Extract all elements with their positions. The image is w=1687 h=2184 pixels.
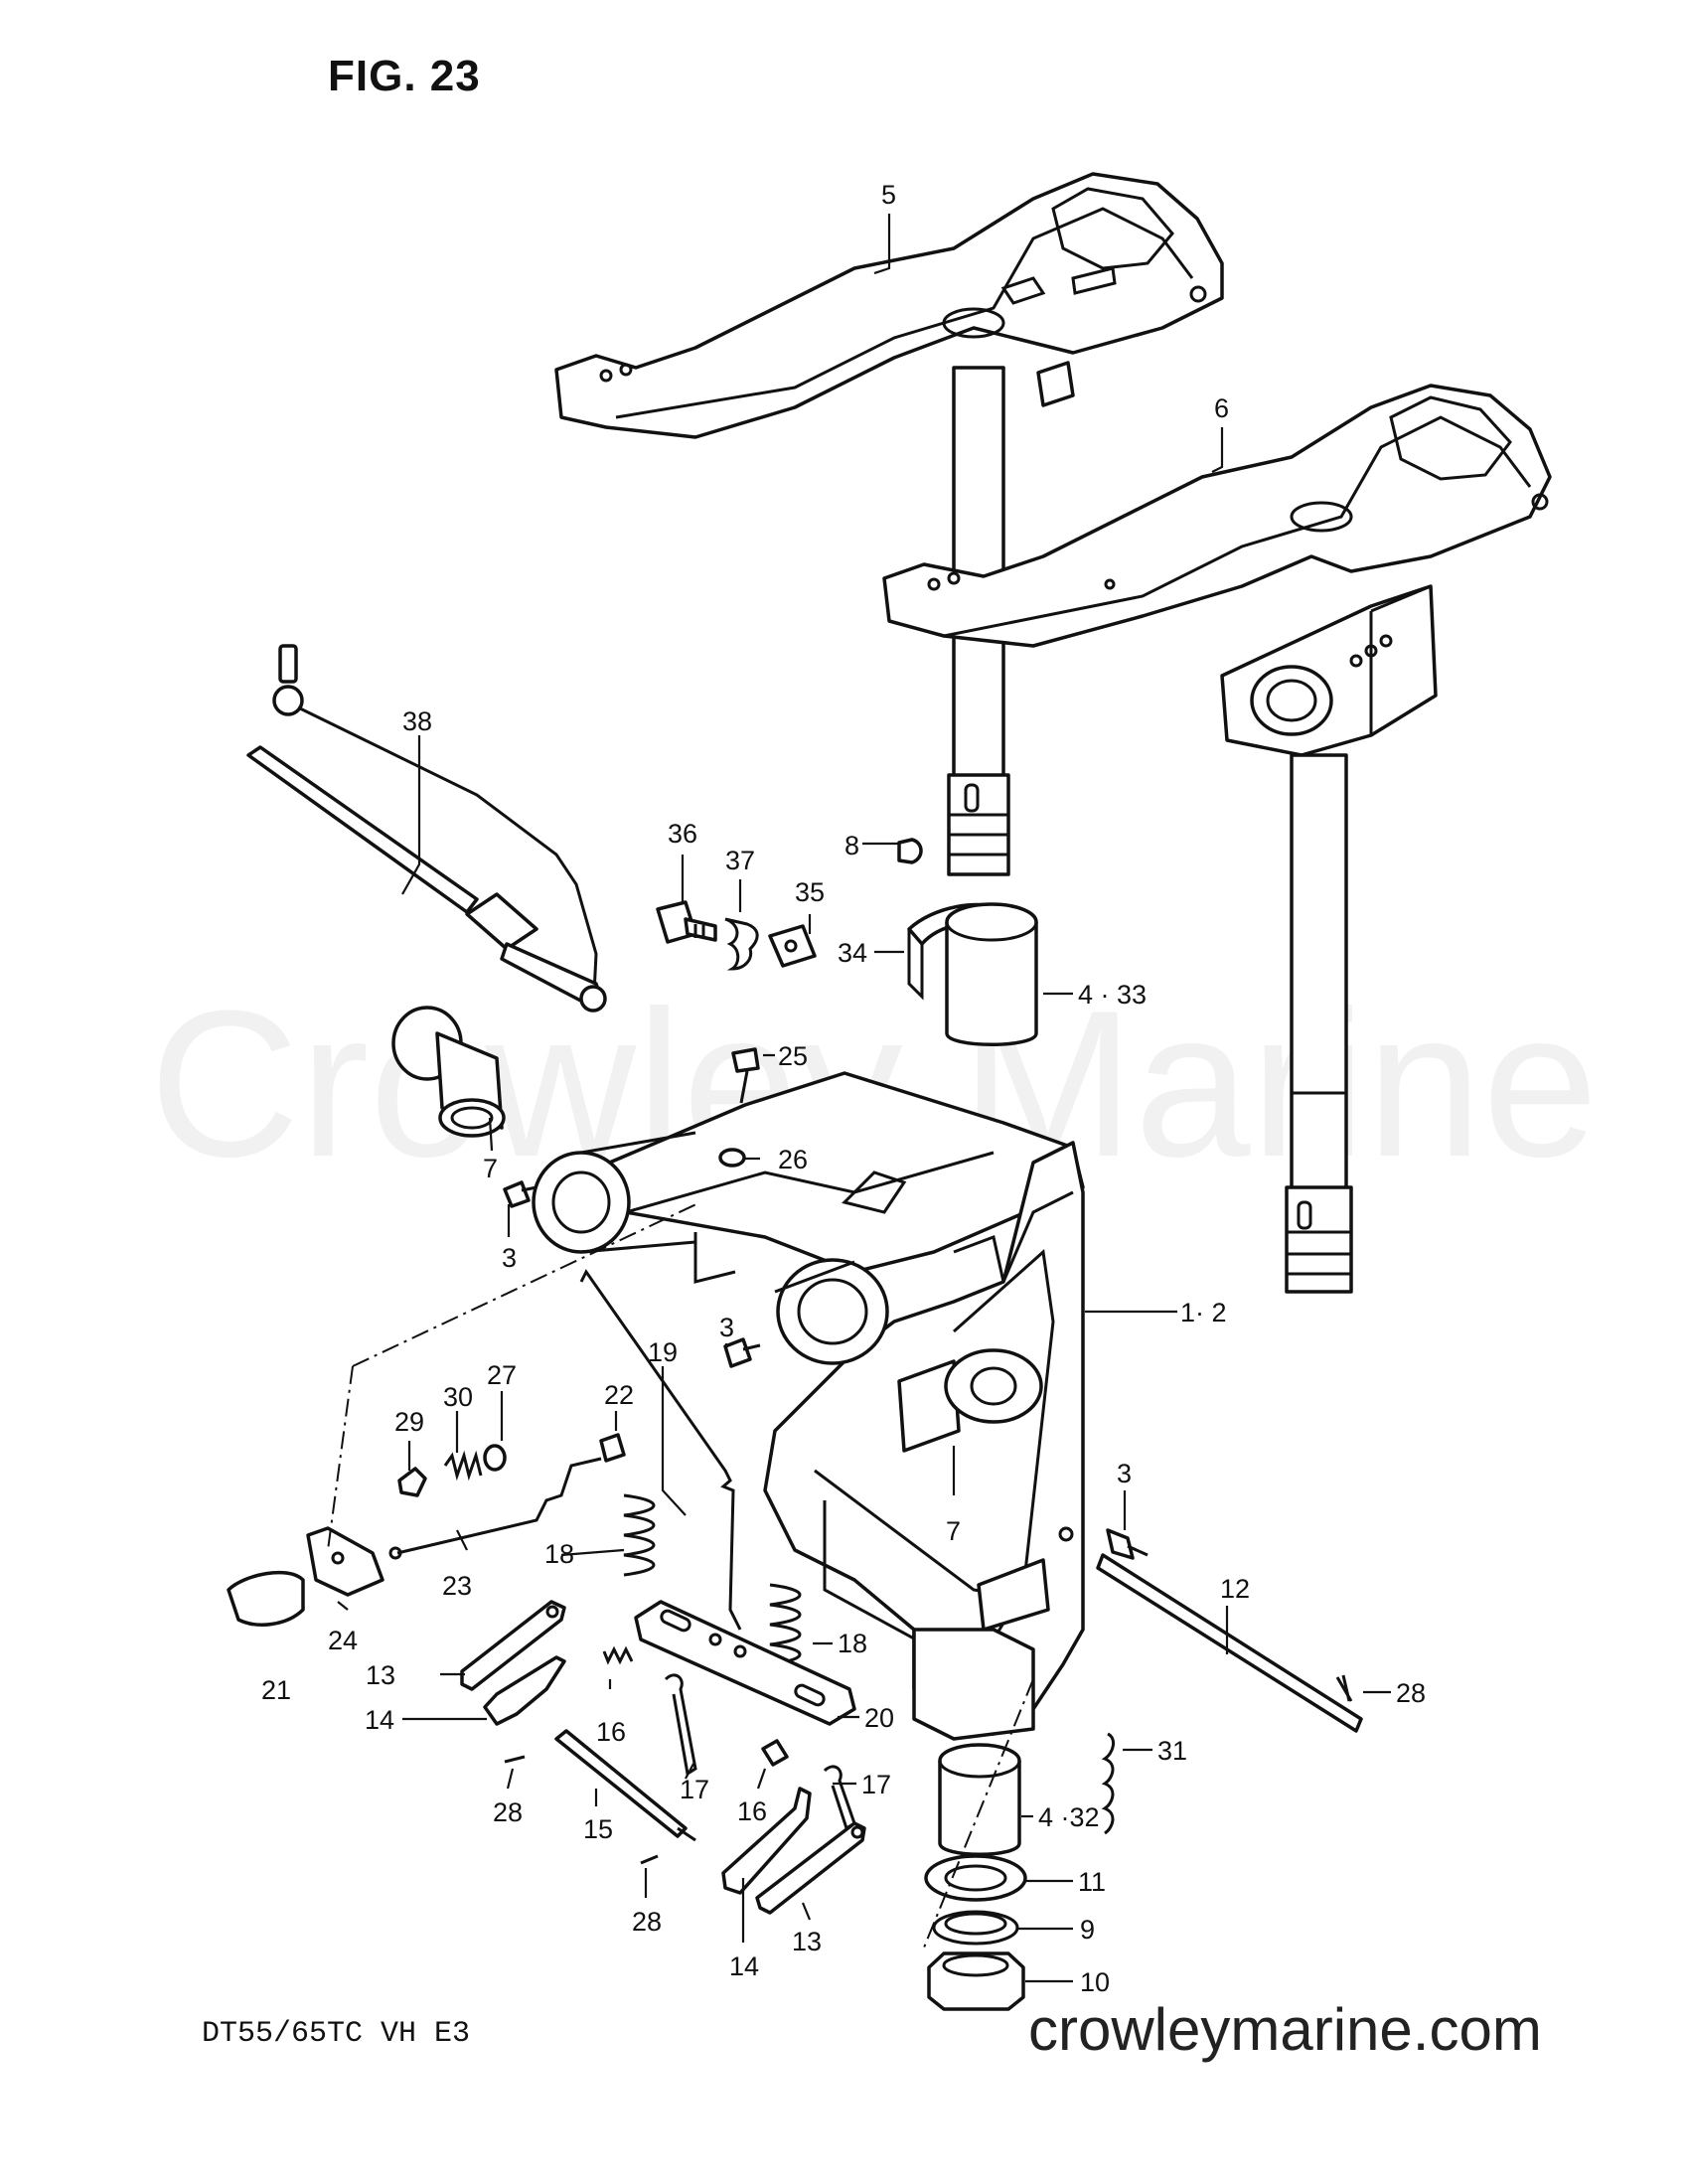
callout-12: 12 [1220, 1574, 1250, 1604]
callout-8: 8 [844, 831, 859, 860]
spring-16-left [602, 1645, 634, 1665]
callout-1-2: 1· 2 [1180, 1298, 1227, 1327]
wire-link-19 [579, 1269, 742, 1631]
callout-28-bottom: 28 [632, 1907, 662, 1937]
callout-15: 15 [583, 1814, 613, 1844]
callout-11: 11 [1078, 1867, 1106, 1897]
callout-4-33: 4 · 33 [1078, 980, 1147, 1010]
spring-31 [1101, 1732, 1116, 1835]
pin-15 [554, 1729, 696, 1842]
bushing-22 [599, 1433, 626, 1463]
bracket-24 [306, 1526, 384, 1597]
steering-bracket-lower [882, 384, 1552, 757]
ring-9 [932, 1910, 1019, 1946]
spring-18-left [623, 1493, 656, 1577]
callout-4-32: 4 ·32 [1038, 1802, 1100, 1832]
callout-28-right: 28 [1396, 1678, 1426, 1708]
callout-17-right: 17 [861, 1770, 891, 1799]
cap-29 [397, 1467, 427, 1497]
lever-13-left [460, 1600, 566, 1691]
callout-3-upper: 3 [502, 1243, 517, 1273]
cotter-pin-28-right [1335, 1674, 1353, 1702]
callout-25: 25 [778, 1041, 808, 1071]
callout-31: 31 [1157, 1736, 1187, 1766]
callout-38: 38 [402, 706, 432, 736]
nut-10 [927, 1951, 1025, 2011]
callout-18-center: 18 [838, 1629, 867, 1658]
leader-lines [337, 214, 1391, 1983]
bushing-upper [391, 1006, 506, 1138]
spring-17-right [823, 1765, 856, 1831]
bushing-4-32 [938, 1743, 1021, 1856]
figure-title: FIG. 23 [328, 52, 481, 100]
steering-shaft-lower [1285, 753, 1353, 1294]
washer-11 [924, 1854, 1027, 1902]
grease-nipple-3a [503, 1180, 537, 1208]
callout-22: 22 [604, 1380, 634, 1410]
callout-16-right: 16 [737, 1796, 767, 1826]
callout-3-mid: 3 [719, 1313, 734, 1342]
callout-30: 30 [443, 1382, 473, 1412]
callout-14-left: 14 [365, 1705, 394, 1735]
callout-24: 24 [328, 1626, 358, 1655]
callout-14-right: 14 [729, 1951, 759, 1981]
plate-20 [634, 1600, 856, 1726]
spring-30 [443, 1450, 483, 1482]
grease-nipple-3c [1106, 1528, 1149, 1560]
bolt-36 [656, 900, 717, 944]
callout-37: 37 [725, 846, 755, 875]
callout-7-lower: 7 [946, 1516, 961, 1546]
callout-7-upper: 7 [483, 1154, 498, 1183]
spring-17-left [664, 1673, 697, 1777]
callout-23: 23 [442, 1571, 472, 1601]
callout-36: 36 [668, 819, 697, 849]
cotter-pin-28-bottom [640, 1854, 659, 1865]
callout-18-left: 18 [544, 1539, 574, 1569]
tilt-cable [246, 644, 607, 1013]
knob-21 [227, 1570, 305, 1627]
callout-26: 26 [778, 1145, 808, 1174]
callout-10: 10 [1080, 1967, 1110, 1997]
grease-nipple-3b [723, 1337, 761, 1368]
callout-6: 6 [1214, 393, 1229, 423]
spring-37 [724, 917, 759, 971]
tilt-rod-12 [1058, 1526, 1363, 1733]
steering-bracket-upper [554, 172, 1224, 439]
callout-21: 21 [261, 1675, 291, 1705]
callout-19: 19 [648, 1337, 678, 1367]
cotter-pin-28-left [504, 1755, 526, 1764]
callout-27: 27 [487, 1360, 517, 1390]
lever-13-right [755, 1821, 866, 1915]
clip-16-right [761, 1739, 789, 1767]
lever-rod-23 [388, 1457, 602, 1560]
lever-14-right [721, 1787, 812, 1895]
callout-17-left: 17 [680, 1775, 709, 1804]
callout-13-left: 13 [366, 1660, 395, 1690]
callout-3-right: 3 [1117, 1459, 1132, 1488]
callout-28-left: 28 [493, 1797, 523, 1827]
plate-35 [768, 924, 817, 968]
key-8 [897, 838, 923, 864]
callout-16-left: 16 [596, 1717, 626, 1747]
website-text: crowleymarine.com [1028, 1996, 1542, 2063]
callout-13-right: 13 [792, 1927, 822, 1956]
callout-labels: 5 6 38 36 37 35 8 34 4 · 33 25 26 7 3 1·… [261, 180, 1426, 1997]
callout-29: 29 [394, 1407, 424, 1437]
bushing-lower [897, 1348, 1043, 1453]
callout-9: 9 [1080, 1915, 1095, 1945]
assembly-lines [327, 1201, 1034, 1949]
callout-35: 35 [795, 877, 825, 907]
lever-14-left [483, 1655, 566, 1726]
model-code: DT55/65TC VH E3 [202, 2017, 471, 2051]
washer-27 [483, 1444, 507, 1472]
callout-5: 5 [881, 180, 896, 210]
callout-20: 20 [864, 1703, 894, 1733]
bushing-4-33 [945, 902, 1038, 1046]
spring-18-center [769, 1583, 802, 1666]
bolt-25 [731, 1047, 760, 1104]
washer-26 [718, 1148, 746, 1168]
callout-34: 34 [838, 938, 867, 968]
